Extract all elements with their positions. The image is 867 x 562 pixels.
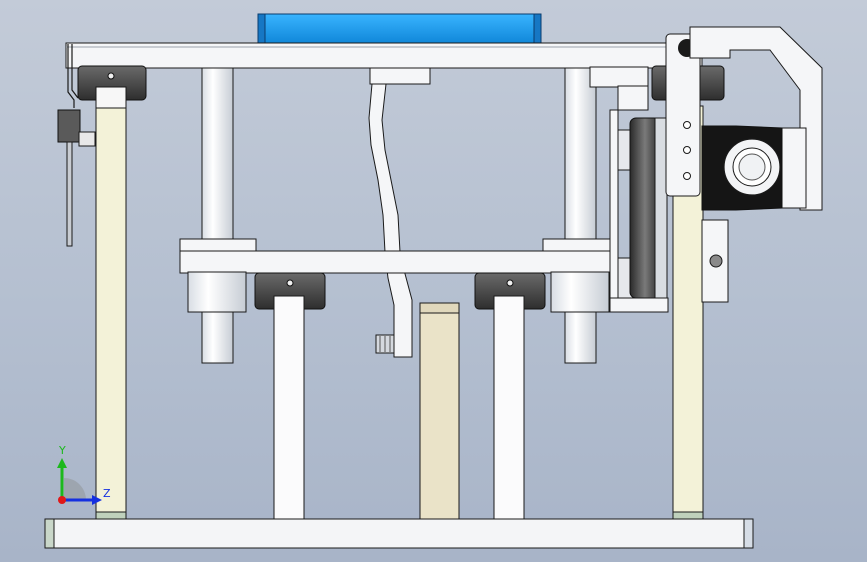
left-top-bearing [77,65,147,109]
belt-drive [609,109,669,313]
top-beam [65,42,703,111]
z-axis-label: Z [103,487,111,500]
middle-bearings [254,272,546,310]
middle-platform [179,238,618,313]
z-axis-arrowhead [92,495,102,505]
pneumatic-cylinder [257,13,542,45]
y-axis-label: Y [58,444,66,457]
base-plate [44,518,754,549]
motor [701,125,783,211]
support-legs [273,295,525,520]
slider-plate [665,33,701,197]
center-block [419,302,460,520]
center-arm [368,67,431,358]
coordinate-triad: Y Z [57,444,111,505]
clamp-block [701,219,729,303]
left-column [95,105,127,520]
y-axis-arrowhead [57,458,67,468]
x-axis-dot [58,496,66,504]
rear-guide-rods [201,66,597,364]
sensor-bracket [57,44,96,247]
